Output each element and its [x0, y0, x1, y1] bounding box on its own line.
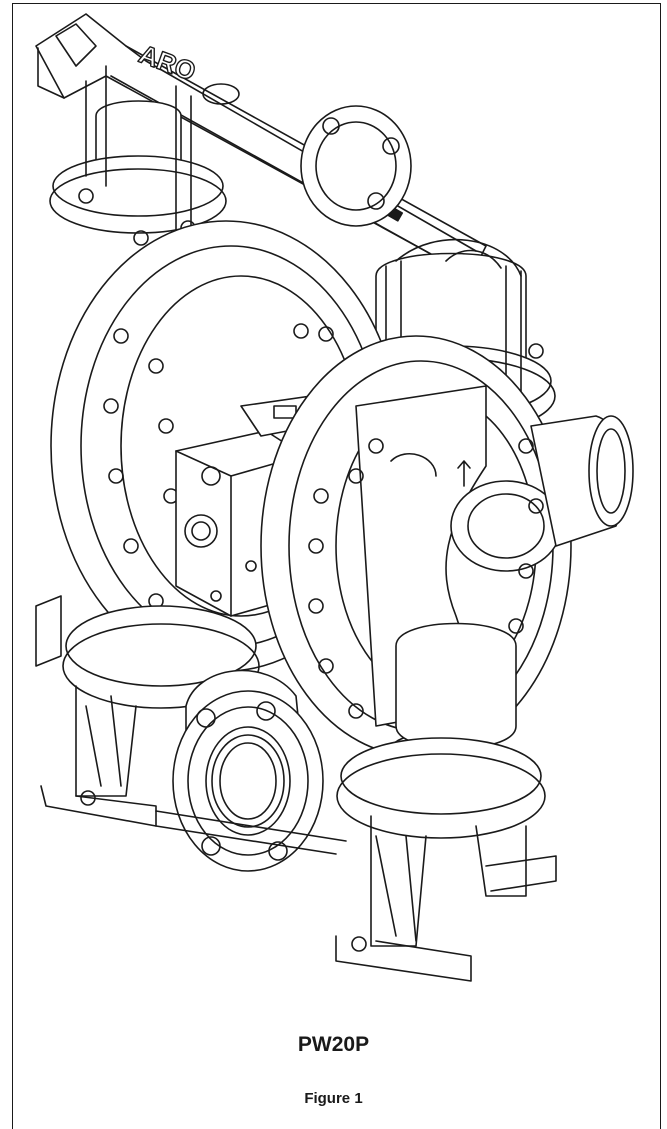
figure-frame [12, 3, 661, 1129]
model-label: PW20P [297, 1033, 370, 1056]
side-port [531, 416, 633, 546]
base-rail [156, 811, 346, 854]
right-lower-chamber [336, 624, 556, 982]
figure-caption: Figure 1 [304, 1090, 363, 1107]
pump-illustration: ARO [16, 6, 656, 1016]
upper-left-chamber [50, 66, 226, 245]
top-flange [301, 106, 411, 226]
inlet-flange [173, 671, 323, 871]
